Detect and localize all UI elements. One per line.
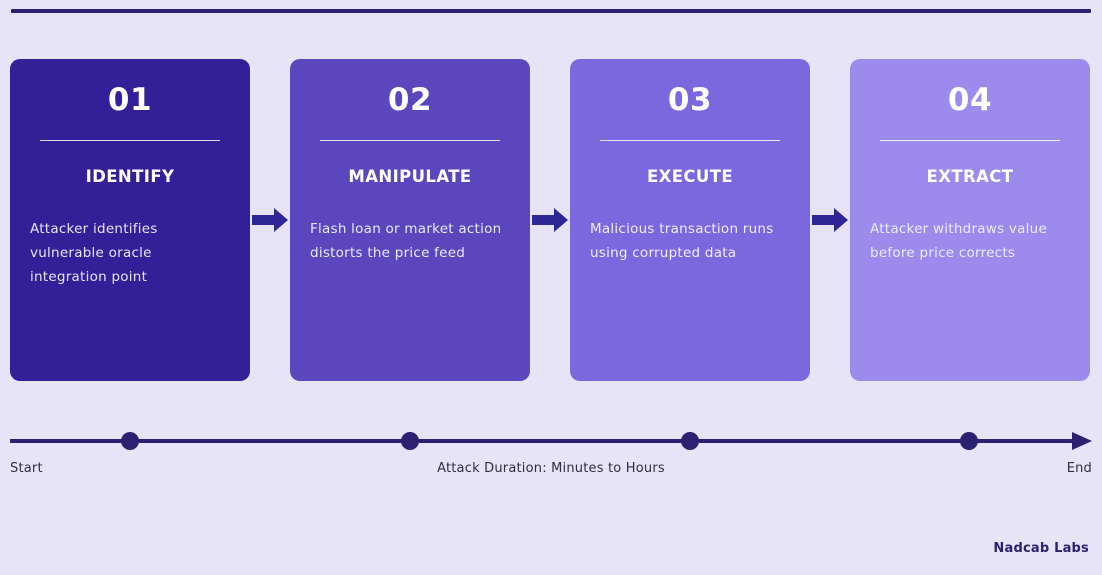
steps-row: 01 IDENTIFY Attacker identifies vulnerab… [10, 59, 1090, 381]
step-number: 02 [387, 82, 433, 118]
step-number: 04 [947, 82, 993, 118]
step-description: Flash loan or market action distorts the… [310, 221, 502, 261]
step-divider [320, 140, 500, 141]
step-divider [40, 140, 220, 141]
step-card-3[interactable]: 03 EXECUTE Malicious transaction runs us… [570, 59, 810, 381]
timeline-labels: Start Attack Duration: Minutes to Hours … [10, 461, 1092, 481]
arrow-right-icon [252, 208, 288, 232]
step-description: Attacker identifies vulnerable oracle in… [30, 221, 158, 285]
timeline-end-label: End [1066, 461, 1092, 476]
connector-3 [810, 59, 850, 381]
timeline-marker [401, 432, 419, 450]
step-description: Malicious transaction runs using corrupt… [590, 221, 774, 261]
step-divider [880, 140, 1060, 141]
step-title: EXECUTE [646, 167, 734, 186]
arrow-right-icon [532, 208, 568, 232]
timeline-marker [960, 432, 978, 450]
timeline [10, 425, 1092, 457]
top-divider [11, 9, 1091, 13]
connector-1 [250, 59, 290, 381]
step-card-1[interactable]: 01 IDENTIFY Attacker identifies vulnerab… [10, 59, 250, 381]
step-card-4[interactable]: 04 EXTRACT Attacker withdraws value befo… [850, 59, 1090, 381]
step-card-2[interactable]: 02 MANIPULATE Flash loan or market actio… [290, 59, 530, 381]
step-description: Attacker withdraws value before price co… [870, 221, 1048, 261]
step-divider [600, 140, 780, 141]
timeline-start-label: Start [10, 461, 43, 476]
timeline-duration-label: Attack Duration: Minutes to Hours [437, 461, 665, 476]
timeline-arrow-icon [10, 432, 1092, 450]
step-title: EXTRACT [926, 167, 1014, 186]
brand-footer: Nadcab Labs [993, 541, 1089, 556]
step-title: IDENTIFY [85, 167, 175, 186]
timeline-marker [121, 432, 139, 450]
timeline-marker [681, 432, 699, 450]
step-number: 01 [107, 82, 153, 118]
step-title: MANIPULATE [348, 167, 472, 186]
step-number: 03 [667, 82, 713, 118]
arrow-right-icon [812, 208, 848, 232]
connector-2 [530, 59, 570, 381]
